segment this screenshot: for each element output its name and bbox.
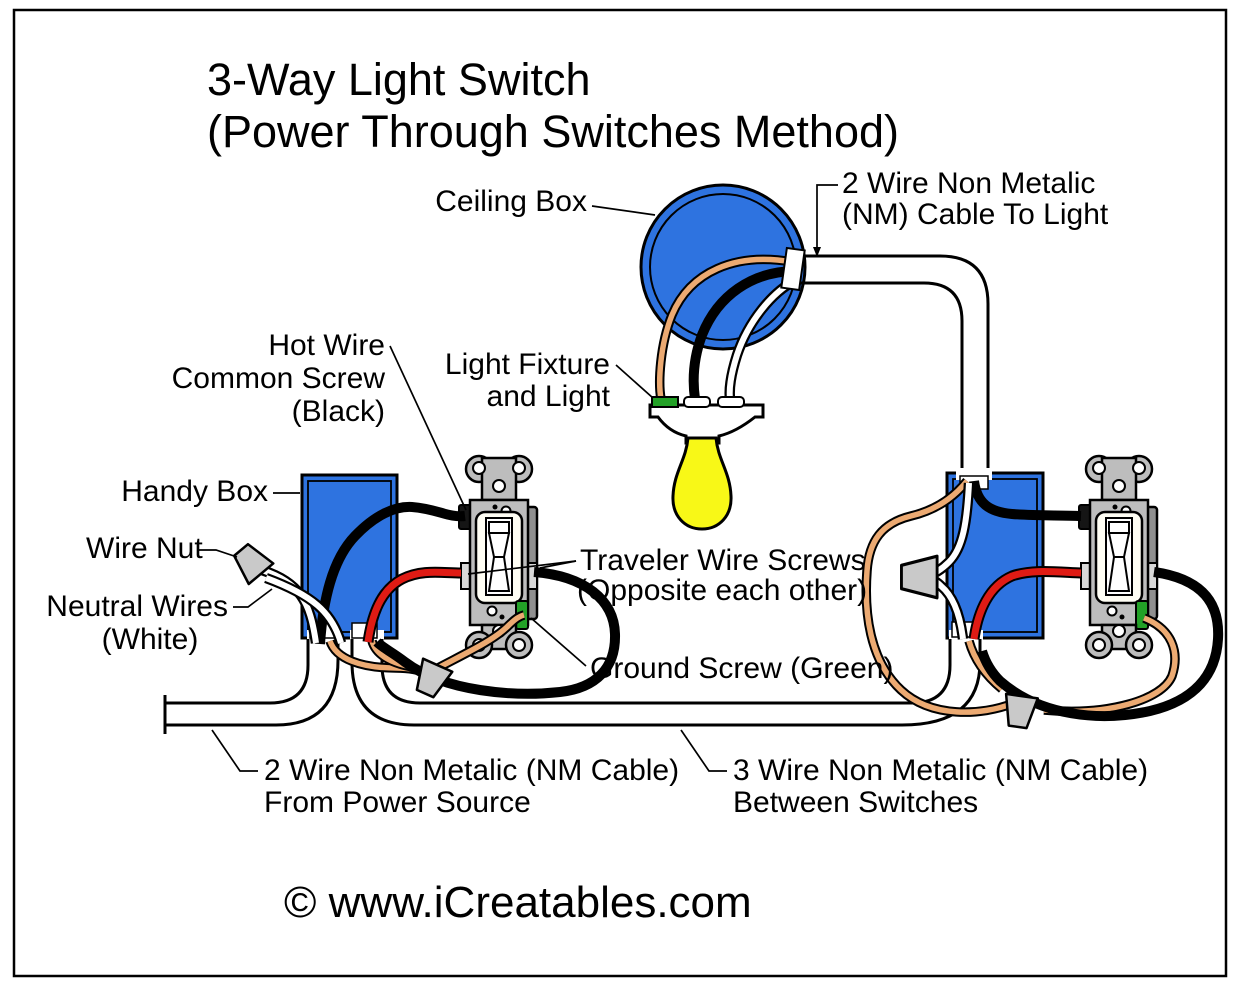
handy-box-left-body <box>300 473 399 640</box>
label-traveler-2: (Opposite each other) <box>577 574 867 607</box>
label-ceiling-box: Ceiling Box <box>435 185 587 218</box>
tube-line <box>798 254 990 468</box>
leader-cable-to-light <box>816 184 838 252</box>
fixture-terminal <box>683 396 711 408</box>
leader-wire-nut <box>197 549 238 558</box>
switch-left <box>457 454 539 660</box>
wire-nut-neutral-right <box>899 554 939 600</box>
label-traveler-1: Traveler Wire Screws <box>580 544 866 577</box>
label-cable-to-light-1: 2 Wire Non Metalic <box>842 167 1095 200</box>
label-cable-to-light-2: (NM) Cable To Light <box>842 198 1109 231</box>
copyright-text: © www.iCreatables.com <box>284 878 752 927</box>
label-hot-wire-1: Hot Wire <box>268 329 385 362</box>
hot-wire-black <box>315 501 466 645</box>
leader-hot-wire <box>389 345 467 511</box>
tube-line <box>350 639 982 727</box>
leader-arrowhead <box>813 247 821 257</box>
label-hot-wire-2: Common Screw <box>172 362 386 395</box>
neutral-wire <box>264 575 344 644</box>
label-switch-cable-1: 3 Wire Non Metalic (NM Cable) <box>733 754 1148 787</box>
cable-sheath <box>780 246 806 292</box>
label-wire-nut: Wire Nut <box>86 532 203 565</box>
label-light-fixture-2: and Light <box>487 380 611 413</box>
right-box-wires <box>861 477 1224 721</box>
tube-line <box>380 639 952 705</box>
tube-line <box>165 639 310 705</box>
ceiling-box-wires <box>655 254 799 400</box>
leader-switch-cable <box>680 729 727 772</box>
diagram-border <box>12 8 1228 978</box>
label-power-cable-2: From Power Source <box>264 786 531 819</box>
hot-wire-black <box>688 266 795 400</box>
fixture-ground-terminal <box>651 396 679 408</box>
label-switch-cable-2: Between Switches <box>733 786 978 819</box>
leader-neutral-wires <box>233 588 273 608</box>
switch-cable-tube <box>350 639 982 727</box>
ground-pigtail <box>432 612 525 673</box>
switch-right <box>1077 454 1159 660</box>
wire-nut-ground-right <box>1000 692 1040 731</box>
label-handy-box: Handy Box <box>121 475 268 508</box>
traveler-wire-black-left <box>373 567 621 699</box>
label-power-cable-1: 2 Wire Non Metalic (NM Cable) <box>264 754 679 787</box>
page-title-line1: 3-Way Light Switch <box>207 54 590 105</box>
handy-box-left-inner <box>307 480 392 633</box>
label-neutral-wires-1: Neutral Wires <box>46 590 228 623</box>
leader-traveler-left-screw <box>467 560 577 575</box>
leader-power-cable <box>211 729 258 772</box>
label-ground-screw: Ground Screw (Green) <box>590 652 893 685</box>
light-bulb <box>671 436 733 531</box>
ground-wire <box>863 479 1016 715</box>
red-traveler-wire <box>970 568 1082 640</box>
ground-pigtail <box>1043 615 1178 715</box>
leader-light-fixture <box>615 364 654 399</box>
tube-line <box>165 639 340 727</box>
leader-ground-screw <box>530 617 587 667</box>
tube-line <box>798 281 964 468</box>
leader-lines <box>197 184 838 772</box>
label-hot-wire-3: (Black) <box>292 395 385 428</box>
switch-left-shape <box>457 454 539 660</box>
power-cable-tube <box>163 639 340 734</box>
label-light-fixture-1: Light Fixture <box>445 348 610 381</box>
traveler-wire-black-right <box>977 567 1224 721</box>
neutral-wire <box>726 277 798 400</box>
page-title-line2: (Power Through Switches Method) <box>207 106 899 157</box>
fixture-terminal <box>717 396 745 408</box>
switch-right-shape <box>1077 454 1159 660</box>
ground-wire <box>657 256 793 400</box>
light-fixture-canopy <box>648 403 765 445</box>
hot-wire-black <box>969 480 1082 521</box>
left-box-wires <box>260 501 621 699</box>
cable-to-light-tube <box>798 254 990 468</box>
label-neutral-wires-2: (White) <box>102 623 199 656</box>
leader-ceiling-box <box>591 205 656 216</box>
red-traveler-wire <box>364 568 462 643</box>
